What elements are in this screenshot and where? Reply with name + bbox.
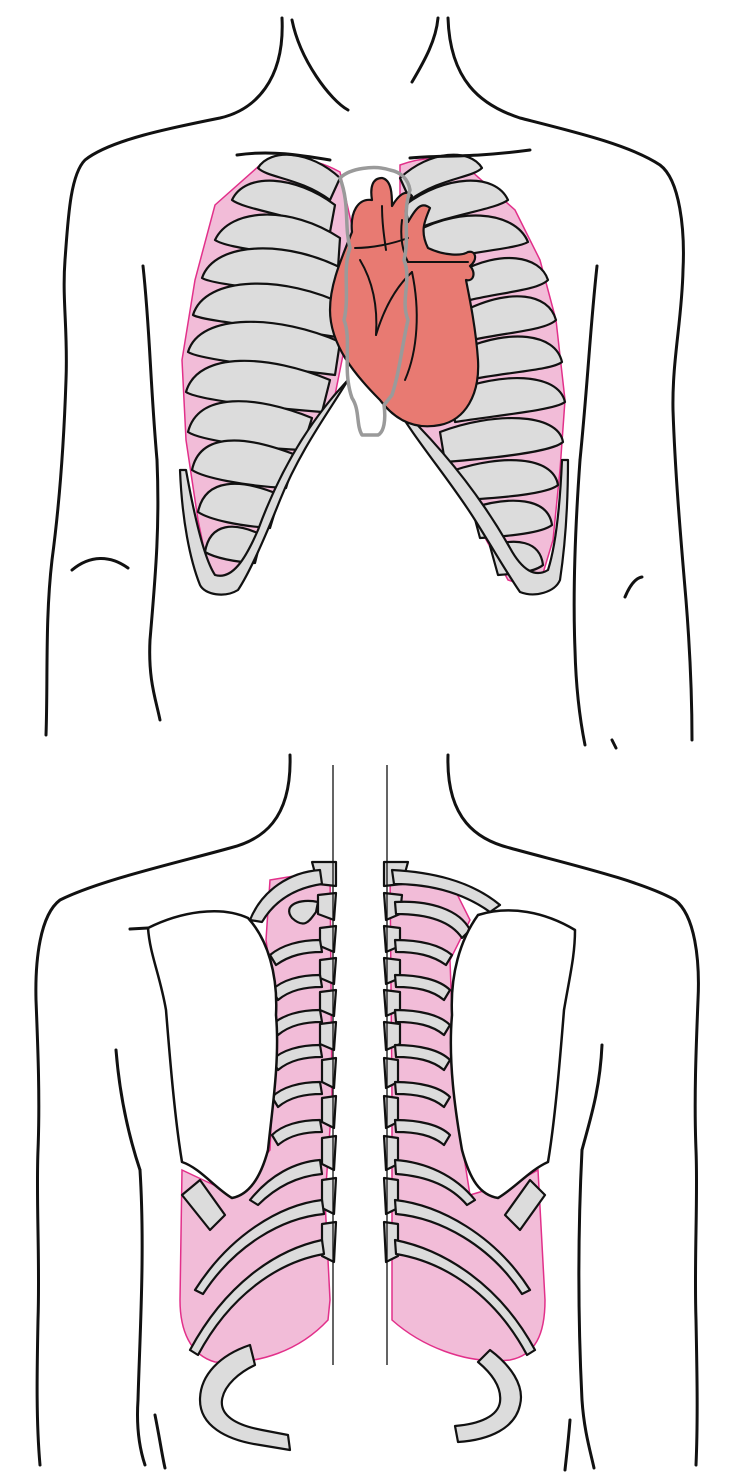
anterior-view (44, 16, 694, 750)
posterior-body-outline (34, 753, 700, 1472)
left-ribs-anterior (390, 153, 570, 596)
posterior-view (34, 753, 700, 1472)
right-ribs-anterior (178, 153, 350, 596)
spine-icon (310, 765, 410, 1365)
anterior-body-outline (44, 16, 694, 750)
left-scapula-icon (449, 909, 577, 1200)
sternum-icon (338, 165, 412, 437)
left-ribs-posterior (390, 868, 547, 1444)
right-ribs-posterior (180, 868, 326, 1452)
right-scapula-icon (146, 909, 279, 1200)
right-lung-posterior (179, 869, 333, 1364)
